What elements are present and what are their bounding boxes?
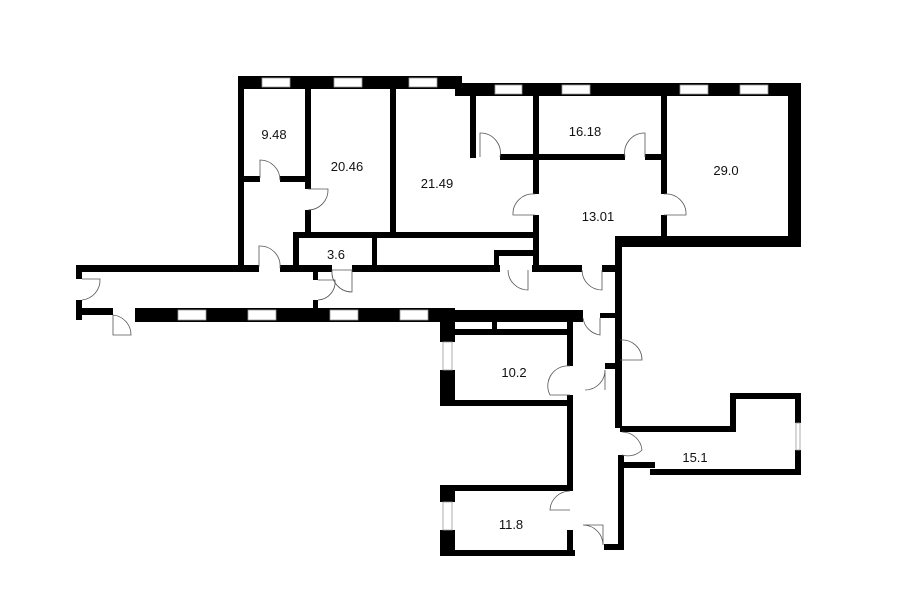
room-area-label: 16.18 — [569, 124, 602, 139]
doors — [81, 132, 687, 546]
windows — [177, 77, 801, 531]
room-area-label: 10.2 — [501, 365, 526, 380]
room-area-label: 29.0 — [713, 163, 738, 178]
room-area-label: 3.6 — [327, 247, 345, 262]
room-area-label: 15.1 — [682, 450, 707, 465]
room-area-label: 20.46 — [331, 159, 364, 174]
room-labels: 9.48 20.46 21.49 16.18 29.0 13.01 3.6 10… — [261, 124, 738, 532]
room-area-label: 21.49 — [421, 176, 454, 191]
room-area-label: 13.01 — [582, 209, 615, 224]
walls — [76, 76, 801, 556]
room-area-label: 9.48 — [261, 127, 286, 142]
room-area-label: 11.8 — [499, 517, 523, 532]
